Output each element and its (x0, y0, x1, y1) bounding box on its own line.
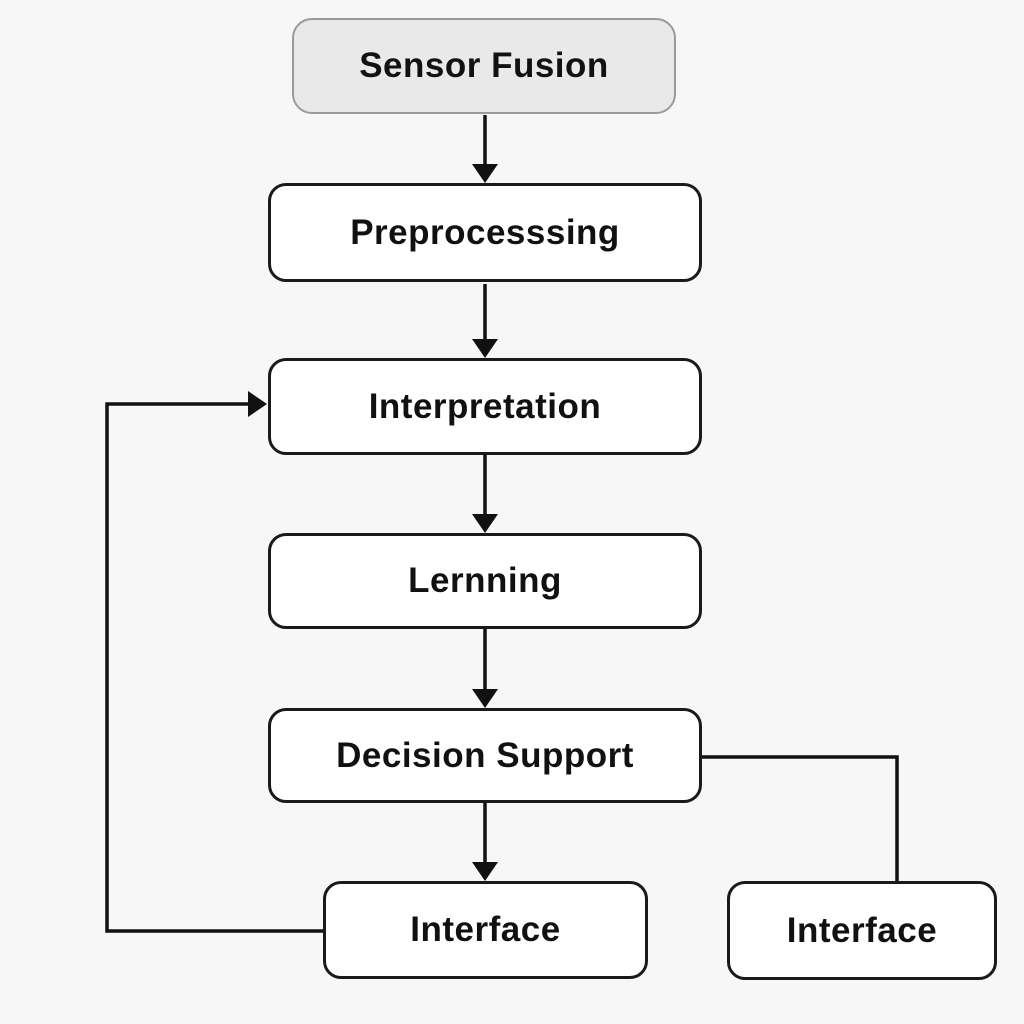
arrowhead-decisionsupport (472, 689, 498, 708)
arrowhead-preprocessing (472, 164, 498, 183)
node-label-sensor-fusion: Sensor Fusion (359, 46, 609, 85)
flowchart-node-sensor-fusion: Sensor Fusion (292, 18, 676, 114)
edge-feedback-loop (105, 402, 323, 933)
flowchart-node-preprocessing: Preprocesssing (268, 183, 702, 282)
flowchart-node-decision-support: Decision Support (268, 708, 702, 803)
arrowhead-feedback-interpretation (248, 391, 267, 417)
node-label-interpretation: Interpretation (368, 386, 602, 426)
arrowhead-interfaceleft (472, 862, 498, 881)
node-label-preprocessing: Preprocesssing (350, 212, 620, 252)
flowchart-node-interface-right: Interface (727, 881, 997, 980)
flowchart-node-interpretation: Interpretation (268, 358, 702, 455)
node-label-interface-left: Interface (410, 910, 561, 949)
node-label-interface-right: Interface (786, 910, 938, 950)
edge-decisionsupport-interfaceright (702, 755, 899, 881)
flowchart-node-interface-left: Interface (323, 881, 648, 979)
flowchart-node-learning: Lernning (268, 533, 702, 629)
arrowhead-interpretation (472, 339, 498, 358)
node-label-learning: Lernning (408, 561, 562, 600)
node-label-decision-support: Decision Support (336, 735, 634, 775)
arrowhead-learning (472, 514, 498, 533)
